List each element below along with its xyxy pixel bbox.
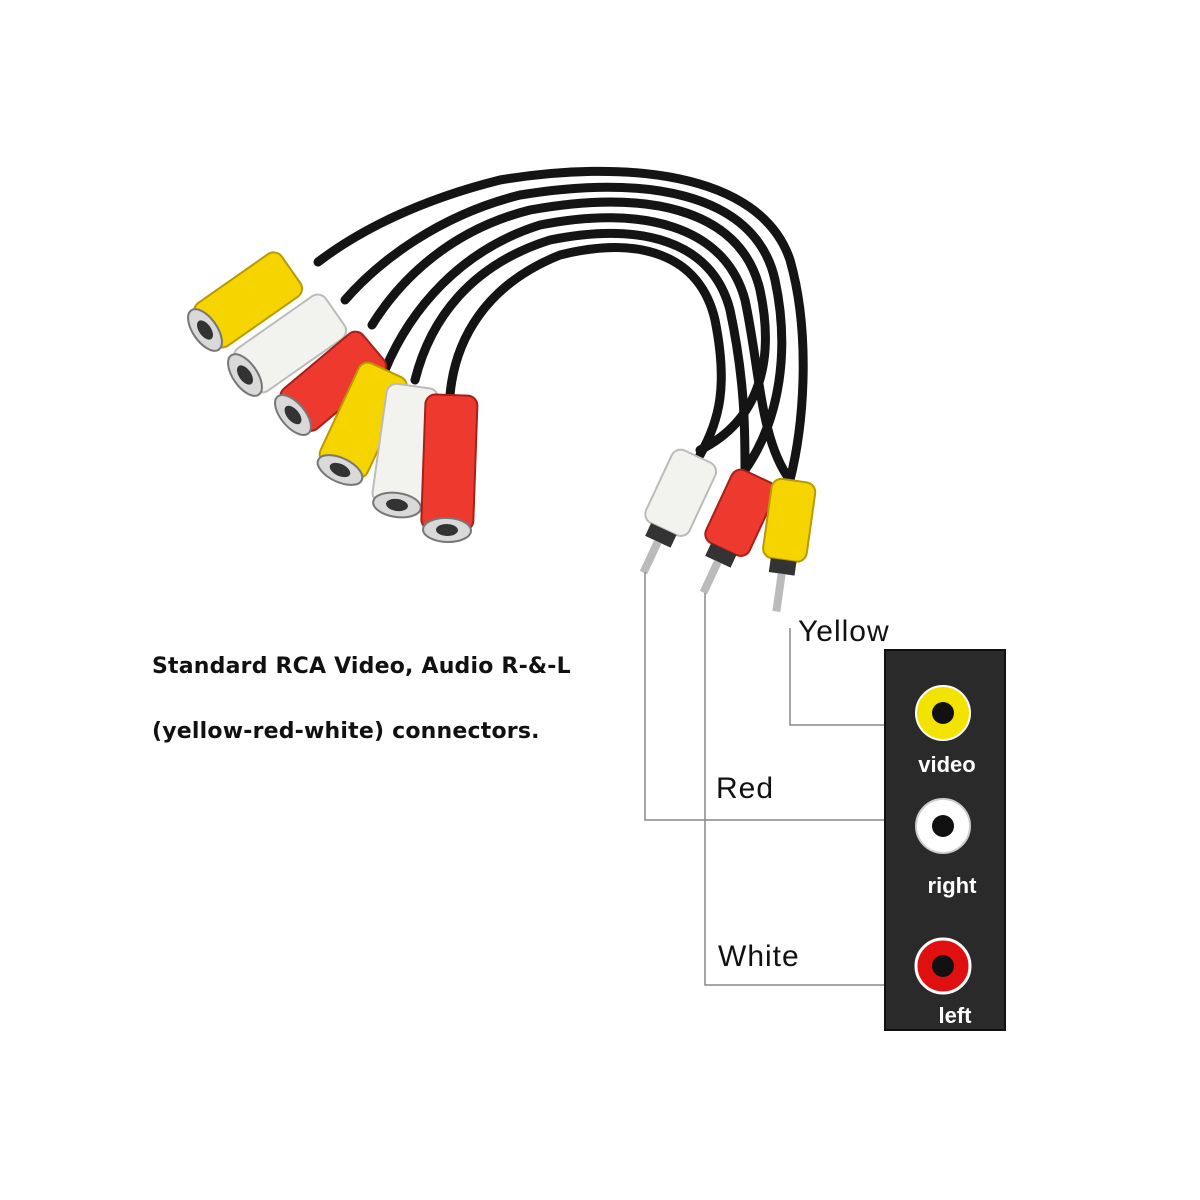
female-connector-yellow-1 xyxy=(187,251,303,352)
caption-line-1: Standard RCA Video, Audio R-&-L xyxy=(152,654,571,679)
caption-line-2: (yellow-red-white) connectors. xyxy=(152,719,540,744)
female-connector-red-1 xyxy=(274,330,388,436)
female-connector-yellow-2 xyxy=(316,361,408,486)
female-connector-white-2 xyxy=(371,382,440,519)
male-plug-white xyxy=(639,448,718,575)
connection-lines xyxy=(644,572,885,986)
male-plug-red xyxy=(699,468,778,595)
label-white: White xyxy=(718,940,800,973)
cable-bundle xyxy=(313,166,808,485)
male-plug-yellow xyxy=(762,477,817,612)
jack-right xyxy=(915,798,971,854)
jack-left xyxy=(914,937,972,995)
label-yellow: Yellow xyxy=(798,615,890,648)
jack-label-left: left xyxy=(938,1003,972,1028)
female-connector-red-2 xyxy=(420,393,479,544)
jack-label-right: right xyxy=(927,873,977,898)
female-connector-white-1 xyxy=(227,293,348,397)
jack-video xyxy=(915,685,971,741)
jack-label-video: video xyxy=(918,752,976,777)
label-red: Red xyxy=(716,772,775,805)
